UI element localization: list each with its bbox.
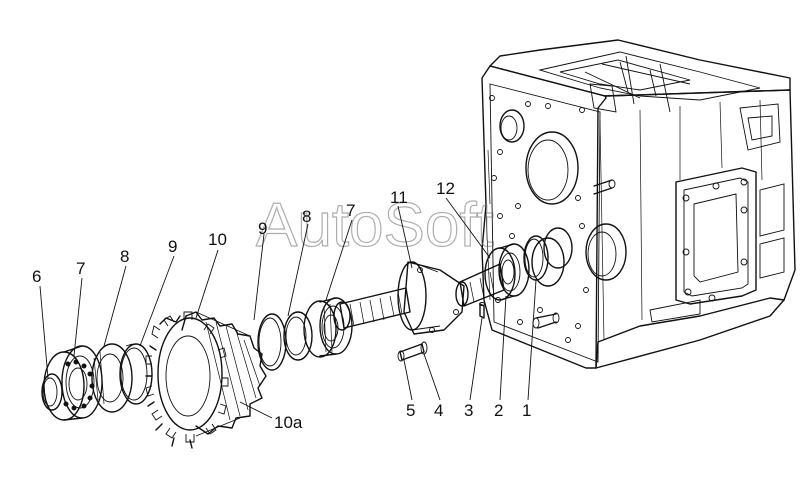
callout-3: 3	[464, 401, 473, 420]
part-8-ring-right	[283, 311, 313, 361]
callout-10: 10	[208, 230, 227, 249]
part-11-flanged-housing	[333, 261, 465, 335]
part-7-bearing-right	[303, 297, 353, 358]
part-5-bolt	[397, 343, 425, 362]
callout-labels: 6 7 8 9 10 9 8 7 11 12 5 4 3 2 1 10a	[32, 179, 531, 432]
callout-9-right: 9	[258, 219, 267, 238]
callout-9: 9	[168, 237, 177, 256]
part-9-snap-ring-left	[119, 343, 153, 405]
part-10-gear	[145, 311, 267, 449]
callout-1: 1	[522, 401, 531, 420]
callout-12: 12	[436, 179, 455, 198]
callout-7: 7	[76, 259, 85, 278]
part-6-circlip	[41, 373, 63, 411]
watermark-text: AutoSoft	[256, 191, 494, 260]
gearbox-housing	[481, 39, 796, 369]
part-9-snap-ring-right	[257, 313, 287, 371]
callout-6: 6	[32, 267, 41, 286]
part-7-bearing-left	[43, 345, 103, 421]
part-2-bearing	[484, 243, 530, 301]
leader-lines	[39, 197, 537, 419]
callout-8-right: 8	[302, 207, 311, 226]
part-3-pin	[479, 302, 485, 319]
callout-8: 8	[120, 247, 129, 266]
callout-10a: 10a	[274, 413, 303, 432]
callout-7-right: 7	[346, 201, 355, 220]
part-8-ring-left	[91, 343, 133, 413]
callout-5: 5	[406, 401, 415, 420]
callout-11: 11	[390, 188, 408, 207]
callout-2: 2	[494, 401, 503, 420]
callout-4: 4	[434, 401, 443, 420]
